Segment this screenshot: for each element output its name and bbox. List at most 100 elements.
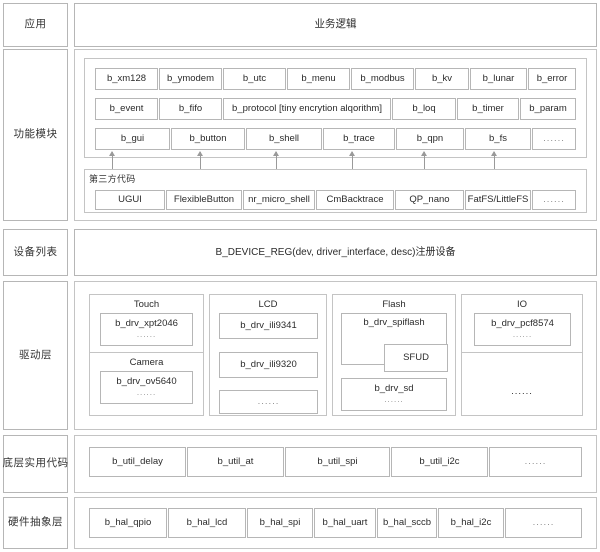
- hal-label: b_hal_spi: [259, 516, 301, 528]
- module-b-ymodem[interactable]: b_ymodem: [159, 68, 222, 90]
- layer-label-driver: 驱动层: [3, 281, 68, 430]
- module-b-button[interactable]: b_button: [171, 128, 245, 150]
- module-label: b_modbus: [360, 72, 405, 84]
- third-party-label: 第三方代码: [89, 174, 136, 184]
- layer-label-text: 功能模块: [13, 128, 58, 141]
- module-b-modbus[interactable]: b_modbus: [351, 68, 414, 90]
- driver-group-title-io: IO: [516, 299, 528, 310]
- hal-box-b-hal-sccb[interactable]: b_hal_sccb: [377, 508, 437, 538]
- util-box-more: ......: [489, 447, 582, 477]
- driver-box-b-drv-ili9341[interactable]: b_drv_ili9341: [219, 313, 318, 339]
- third-party-nr-micro-shell[interactable]: nr_micro_shell: [243, 190, 315, 210]
- module-label: b_trace: [343, 132, 375, 144]
- driver-box-b-drv-sd[interactable]: b_drv_sd ......: [341, 378, 447, 411]
- module-b-error[interactable]: b_error: [528, 68, 576, 90]
- layer-label-application: 应用: [3, 3, 68, 47]
- driver-label: b_drv_ov5640: [116, 376, 177, 388]
- driver-box-b-drv-xpt2046[interactable]: b_drv_xpt2046 ......: [100, 313, 193, 346]
- driver-box-lcd-more: ......: [219, 390, 318, 414]
- module-b-param[interactable]: b_param: [520, 98, 576, 120]
- module-b-utc[interactable]: b_utc: [223, 68, 286, 90]
- driver-box-b-drv-ili9320[interactable]: b_drv_ili9320: [219, 352, 318, 378]
- util-box-b-util-at[interactable]: b_util_at: [187, 447, 284, 477]
- util-label: b_util_spi: [317, 455, 358, 467]
- module-b-gui[interactable]: b_gui: [95, 128, 170, 150]
- io-divider: [461, 352, 583, 353]
- module-b-fs[interactable]: b_fs: [465, 128, 531, 150]
- module-b-fifo[interactable]: b_fifo: [159, 98, 222, 120]
- third-party-cmbacktrace[interactable]: CmBacktrace: [316, 190, 394, 210]
- module-more: ......: [532, 128, 576, 150]
- module-b-menu[interactable]: b_menu: [287, 68, 350, 90]
- third-party-label-text: QP_nano: [409, 193, 450, 205]
- hal-box-b-hal-lcd[interactable]: b_hal_lcd: [168, 508, 246, 538]
- module-b-log[interactable]: b_loq: [392, 98, 456, 120]
- driver-group-title-touch: Touch: [133, 299, 160, 310]
- hal-label: b_hal_lcd: [186, 516, 228, 528]
- layer-label-text: 硬件抽象层: [8, 516, 63, 529]
- module-b-kv[interactable]: b_kv: [415, 68, 469, 90]
- module-label: b_loq: [412, 102, 436, 114]
- third-party-label-text: FatFS/LittleFS: [467, 193, 529, 205]
- module-b-trace[interactable]: b_trace: [323, 128, 395, 150]
- driver-label: b_drv_spiflash: [363, 317, 425, 328]
- driver-label: ......: [257, 395, 280, 407]
- util-label: b_util_delay: [112, 455, 163, 467]
- driver-box-b-drv-ov5640[interactable]: b_drv_ov5640 ......: [100, 371, 193, 404]
- driver-label: b_drv_ili9341: [240, 319, 297, 331]
- hal-label: b_hal_uart: [322, 516, 368, 528]
- module-label: b_fs: [489, 132, 507, 144]
- module-label: b_utc: [242, 72, 267, 84]
- module-label: b_kv: [431, 72, 453, 84]
- module-label: b_button: [189, 132, 227, 144]
- third-party-label-text: CmBacktrace: [326, 193, 384, 205]
- hal-label: b_hal_i2c: [450, 516, 492, 528]
- hal-box-b-hal-spi[interactable]: b_hal_spi: [247, 508, 313, 538]
- third-party-flexiblebutton[interactable]: FlexibleButton: [166, 190, 242, 210]
- application-business-logic-box: 业务逻辑: [74, 3, 597, 47]
- module-label: b_error: [536, 72, 568, 84]
- device-list-box: B_DEVICE_REG(dev, driver_interface, desc…: [74, 229, 597, 276]
- driver-label: b_drv_sd: [374, 383, 414, 395]
- module-b-shell[interactable]: b_shell: [246, 128, 322, 150]
- module-label: b_ymodem: [167, 72, 214, 84]
- module-label: b_shell: [268, 132, 300, 144]
- layer-label-function-modules: 功能模块: [3, 49, 68, 221]
- module-b-event[interactable]: b_event: [95, 98, 158, 120]
- layer-label-util: 底层实用代码: [3, 435, 68, 493]
- hal-box-b-hal-uart[interactable]: b_hal_uart: [314, 508, 376, 538]
- util-label: ......: [524, 455, 547, 467]
- third-party-label-text: ......: [543, 193, 565, 205]
- driver-label: b_drv_pcf8574: [491, 318, 554, 330]
- hal-box-more: ......: [505, 508, 582, 538]
- driver-label: b_drv_xpt2046: [115, 318, 178, 330]
- driver-group-title-flash: Flash: [382, 299, 406, 310]
- hal-label: ......: [532, 516, 555, 528]
- module-b-protocol[interactable]: b_protocol [tiny encrytion alqorithm]: [223, 98, 391, 120]
- device-reg-text: B_DEVICE_REG(dev, driver_interface, desc…: [215, 247, 456, 258]
- driver-box-b-drv-pcf8574[interactable]: b_drv_pcf8574 ......: [474, 313, 571, 346]
- third-party-qp-nano[interactable]: QP_nano: [395, 190, 464, 210]
- module-label: b_protocol [tiny encrytion alqorithm]: [232, 102, 382, 114]
- module-b-qpn[interactable]: b_qpn: [396, 128, 464, 150]
- module-label: b_fifo: [178, 102, 203, 114]
- module-label: b_param: [529, 102, 567, 114]
- driver-more: ......: [384, 394, 404, 404]
- driver-more: ......: [512, 329, 533, 339]
- module-b-timer[interactable]: b_timer: [457, 98, 519, 120]
- util-box-b-util-delay[interactable]: b_util_delay: [89, 447, 186, 477]
- module-b-lunar[interactable]: b_lunar: [470, 68, 527, 90]
- third-party-label-text: nr_micro_shell: [248, 193, 310, 205]
- third-party-more: ......: [532, 190, 576, 210]
- util-box-b-util-spi[interactable]: b_util_spi: [285, 447, 390, 477]
- util-box-b-util-i2c[interactable]: b_util_i2c: [391, 447, 488, 477]
- third-party-fatfs-littlefs[interactable]: FatFS/LittleFS: [465, 190, 531, 210]
- module-b-xm128[interactable]: b_xm128: [95, 68, 158, 90]
- third-party-ugui[interactable]: UGUI: [95, 190, 165, 210]
- driver-box-sfud[interactable]: SFUD: [384, 344, 448, 372]
- hal-box-b-hal-gpio[interactable]: b_hal_qpio: [89, 508, 167, 538]
- layer-label-device-list: 设备列表: [3, 229, 68, 276]
- hal-box-b-hal-i2c[interactable]: b_hal_i2c: [438, 508, 504, 538]
- module-label: b_gui: [120, 132, 145, 144]
